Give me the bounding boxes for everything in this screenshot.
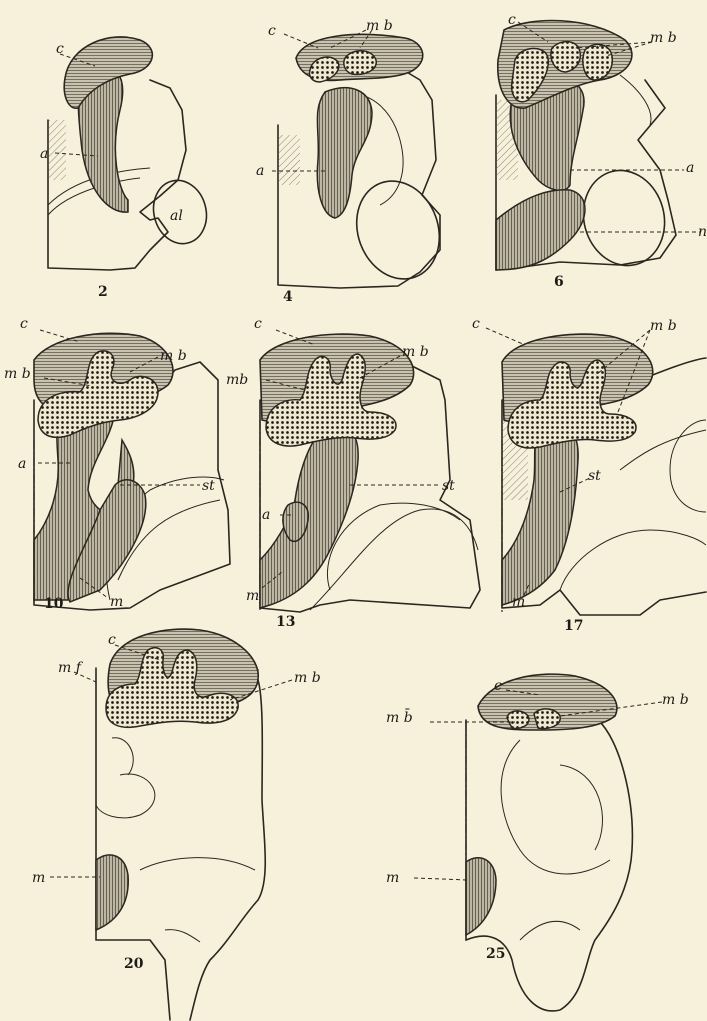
label-c: c [268,23,276,39]
label-st: st [202,478,215,494]
label-a: a [262,507,270,523]
figure-number-6: 6 [554,274,564,290]
label-c: c [494,678,502,694]
figure-25: c m b m b̄ m 25 [386,674,689,1011]
figure-17: c m b st m 17 [472,316,706,634]
label-m: m [32,870,45,886]
figure-number-20: 20 [124,956,144,972]
label-mb-left: mb [226,372,248,388]
label-mb: m b [650,30,677,46]
figure-number-25: 25 [486,946,505,962]
label-st: st [588,468,601,484]
label-c: c [20,316,28,332]
label-a: a [256,163,264,179]
label-c: c [254,316,262,332]
figure-10: c m b m b a st m 10 [4,316,230,612]
figure-number-10: 10 [44,596,64,612]
label-a: a [686,160,694,176]
figure-number-13: 13 [276,614,295,630]
label-a: a [18,456,26,472]
label-m: m [512,594,525,610]
label-mb-left: m b [4,366,31,382]
figure-6: c m b a n 6 [496,12,707,290]
label-m: m [246,588,259,604]
figure-13: c mb m b a st m 13 [226,316,480,630]
label-c: c [508,12,516,28]
label-m: m [386,870,399,886]
figure-2: c a al 2 [40,37,213,300]
label-c: c [56,41,64,57]
label-mb-right: m b [160,348,187,364]
figure-number-4: 4 [283,289,293,305]
label-n: n [698,224,707,240]
figure-number-2: 2 [98,284,108,300]
label-mb-right: m b [662,692,689,708]
label-al: al [170,208,183,224]
label-mb-right: m b [402,344,429,360]
label-a: a [40,146,48,162]
label-c: c [472,316,480,332]
label-mb: m b [366,18,393,34]
label-m: m [110,594,123,610]
figure-4: c m b a 4 [256,18,453,305]
figure-number-17: 17 [564,618,583,634]
label-mb: m b [294,670,321,686]
label-mb: m b [650,318,677,334]
figure-20: c m b m f m 20 [32,629,321,1020]
label-mf: m f [58,660,84,676]
label-st: st [442,478,455,494]
label-c: c [108,632,116,648]
label-mb-left: m b̄ [386,708,413,726]
